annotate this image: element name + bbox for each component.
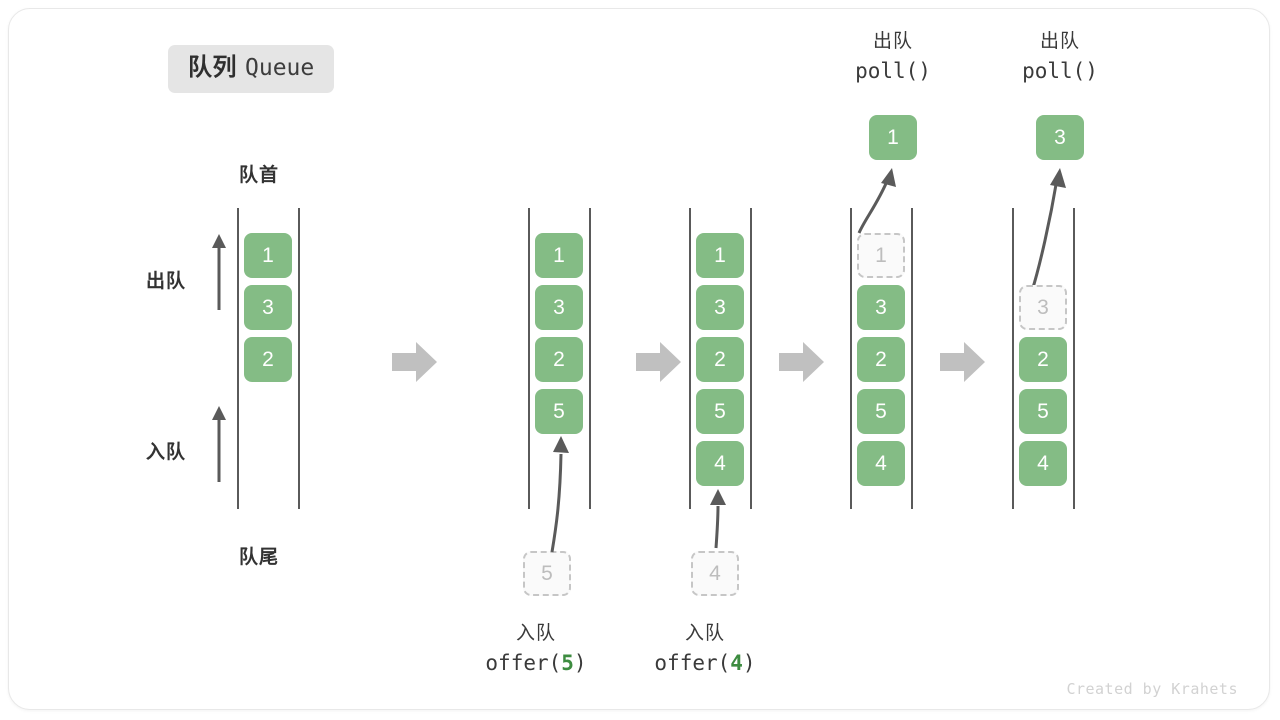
code-suffix: ) [573,650,587,675]
flow-arrow-icon [940,342,985,382]
dequeue-direction-arrow-icon [212,234,226,310]
title-chinese: 队列 [188,54,237,81]
queue-cell: 2 [857,337,905,382]
enqueue-direction-arrow-icon [212,406,226,482]
queue-rear-label: 队尾 [239,547,280,568]
queue-cell: 2 [244,337,292,382]
title-badge: 队列 Queue [168,45,335,93]
code-value: 4 [730,650,743,675]
rail-left [237,208,239,509]
dequeue-curved-arrow-icon [857,168,896,234]
queue-cell: 1 [535,233,583,278]
queue-cell: 3 [857,285,905,330]
queue-cell: 2 [535,337,583,382]
title-english: Queue [245,55,315,81]
poll-1-caption: 出队 poll() [823,28,963,86]
code-prefix: offer( [485,650,562,675]
caption-chinese: 出队 [1039,31,1080,52]
enqueue-curved-arrow-icon [710,489,726,549]
caption-code: offer(4) [630,648,780,678]
queue-cell: 4 [857,441,905,486]
code-prefix: poll( [855,58,919,83]
caption-code: offer(5) [461,648,611,678]
rail-right [1073,208,1075,509]
flow-arrow-icon [779,342,824,382]
code-prefix: poll( [1022,58,1086,83]
poll-3-caption: 出队 poll() [990,28,1130,86]
code-suffix: ) [742,650,756,675]
queue-cell: 5 [696,389,744,434]
dequeue-curved-arrow-icon [1030,168,1066,292]
rail-right [298,208,300,509]
enqueue-curved-arrow-icon [550,436,569,553]
incoming-ghost-cell: 5 [523,551,571,596]
queue-cell: 2 [696,337,744,382]
queue-cell: 5 [857,389,905,434]
offer-5-caption: 入队 offer(5) [461,620,611,678]
queue-cell: 4 [1019,441,1067,486]
queue-cell: 3 [696,285,744,330]
caption-chinese: 入队 [684,623,725,644]
flow-arrow-icon [392,342,437,382]
incoming-ghost-cell: 4 [691,551,739,596]
code-suffix: ) [918,58,931,83]
rail-right [911,208,913,509]
rail-left [689,208,691,509]
code-value: 5 [561,650,574,675]
queue-cell: 3 [535,285,583,330]
queue-cell: 3 [1019,285,1067,330]
queue-cell: 4 [696,441,744,486]
queue-cell: 3 [244,285,292,330]
queue-cell: 5 [535,389,583,434]
queue-cell: 2 [1019,337,1067,382]
watermark: Created by Krahets [1066,680,1238,698]
offer-4-caption: 入队 offer(4) [630,620,780,678]
rail-left [528,208,530,509]
rail-right [750,208,752,509]
caption-code: poll() [823,56,963,86]
rail-left [1012,208,1014,509]
code-prefix: offer( [654,650,731,675]
caption-code: poll() [990,56,1130,86]
queue-cell: 5 [1019,389,1067,434]
queue-cell: 1 [696,233,744,278]
enqueue-direction-label: 入队 [146,442,187,463]
queue-cell: 1 [857,233,905,278]
outgoing-cell: 1 [869,115,917,160]
flow-arrow-icon [636,342,681,382]
rail-left [850,208,852,509]
rail-right [589,208,591,509]
caption-chinese: 出队 [872,31,913,52]
queue-cell: 1 [244,233,292,278]
dequeue-direction-label: 出队 [146,271,187,292]
code-suffix: ) [1085,58,1098,83]
caption-chinese: 入队 [515,623,556,644]
outgoing-cell: 3 [1036,115,1084,160]
queue-front-label: 队首 [239,165,280,186]
